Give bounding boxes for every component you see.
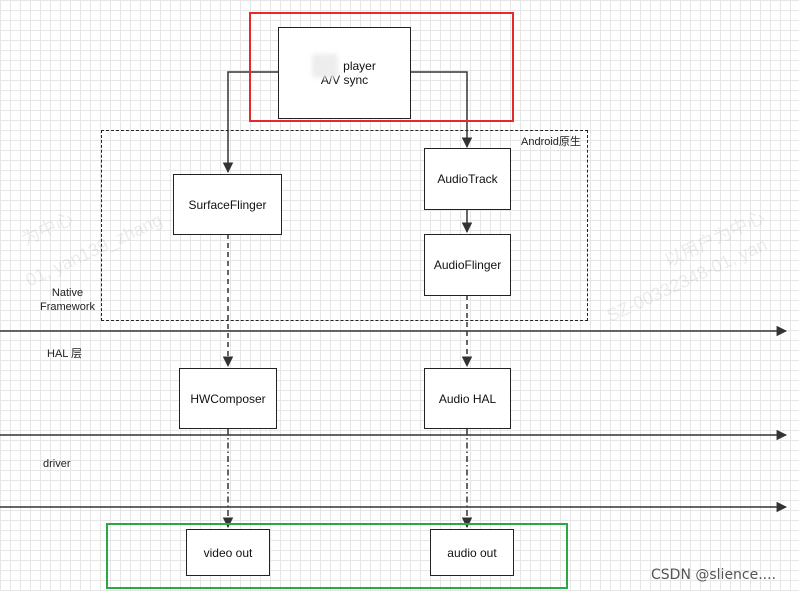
- player-av-sync-box: player A/V sync: [278, 27, 411, 119]
- csdn-watermark: CSDN @slience....: [651, 567, 777, 583]
- arrow-player-to-surfaceflinger: [222, 71, 278, 174]
- arrow-player-to-audiotrack: [410, 71, 473, 149]
- hwcomposer-box: HWComposer: [179, 368, 277, 429]
- native-framework-text: Native Framework: [40, 287, 96, 313]
- audio-hal-box: Audio HAL: [424, 368, 511, 429]
- audiotrack-box: AudioTrack: [424, 148, 511, 210]
- hal-layer-label: HAL 层: [47, 348, 83, 360]
- audio-out-box: audio out: [430, 529, 514, 576]
- player-highlight-frame: [249, 12, 514, 122]
- redacted-patch: [312, 54, 338, 78]
- surfaceflinger-box: SurfaceFlinger: [173, 174, 282, 235]
- native-framework-label: Native Framework: [40, 286, 95, 314]
- video-out-box: video out: [186, 529, 270, 576]
- audioflinger-box: AudioFlinger: [424, 234, 511, 296]
- output-highlight-frame: [106, 523, 568, 589]
- android-native-label: Android原生: [521, 136, 581, 148]
- driver-label: driver: [43, 458, 71, 470]
- player-label: player: [343, 59, 376, 73]
- android-native-frame: [101, 130, 588, 321]
